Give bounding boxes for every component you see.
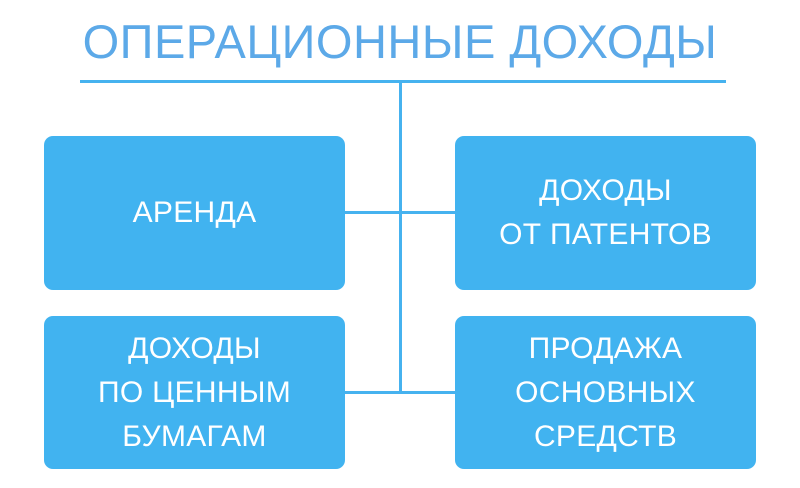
node-arenda[interactable]: АРЕНДА [44, 136, 345, 290]
title-divider [80, 80, 726, 83]
page-title: ОПЕРАЦИОННЫЕ ДОХОДЫ [82, 15, 718, 68]
connector-horizontal-top-row [344, 211, 456, 214]
connector-vertical-trunk [399, 82, 402, 394]
connector-horizontal-bottom-row [344, 391, 456, 394]
node-prodazha-osnovnyh-sredstv[interactable]: ПРОДАЖА ОСНОВНЫХ СРЕДСТВ [455, 316, 756, 469]
node-dohody-ot-patentov[interactable]: ДОХОДЫ ОТ ПАТЕНТОВ [455, 136, 756, 290]
node-dohody-po-cennym-bumagam[interactable]: ДОХОДЫ ПО ЦЕННЫМ БУМАГАМ [44, 316, 345, 469]
